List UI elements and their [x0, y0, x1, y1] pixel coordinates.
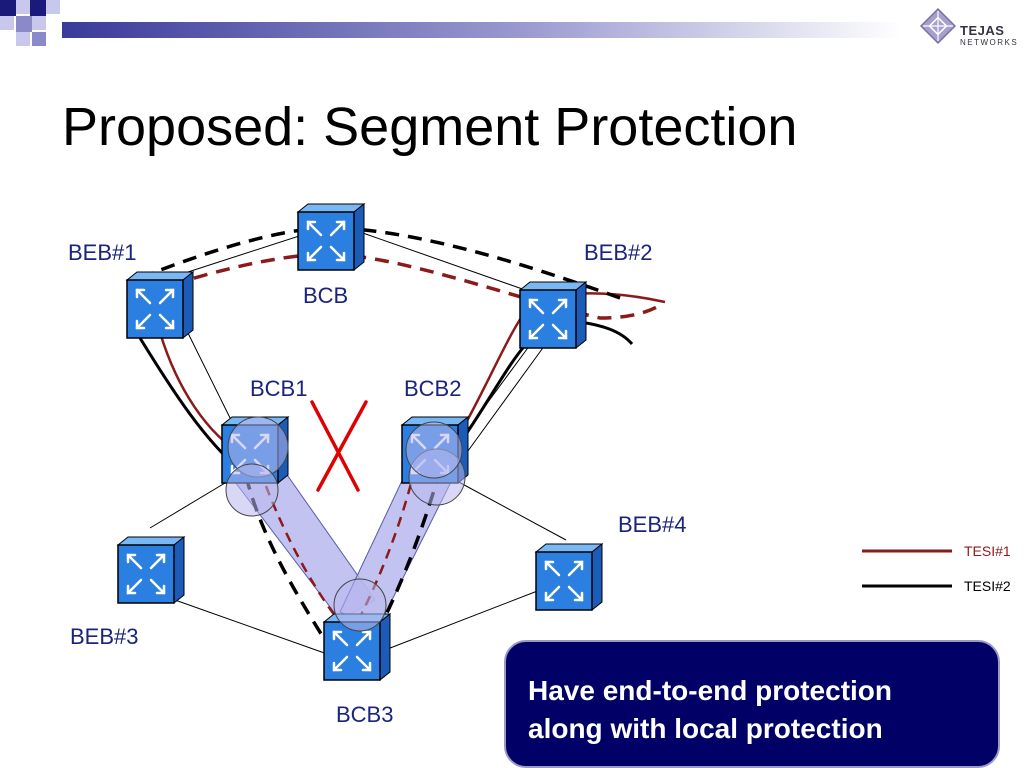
legend-label-tesi2: TESI#2 [964, 578, 1011, 594]
tunnel-endcaps [225, 416, 466, 632]
legend-label-tesi1: TESI#1 [964, 543, 1011, 559]
callout-line-2: along with local protection [528, 713, 883, 744]
callout-box: Have end-to-end protection along with lo… [504, 640, 1000, 768]
logo-name: TEJAS [960, 23, 1005, 38]
node-beb2 [518, 280, 588, 350]
label-beb1: BEB#1 [68, 240, 137, 265]
page-title: Proposed: Segment Protection [62, 97, 798, 157]
node-beb4 [534, 542, 604, 612]
node-bcb [296, 202, 366, 272]
label-bcb3: BCB3 [336, 702, 394, 727]
label-bcb2: BCB2 [404, 376, 462, 401]
node-beb1 [125, 270, 195, 340]
logo: TEJAS NETWORKS [960, 24, 1018, 47]
label-beb2: BEB#2 [584, 240, 653, 265]
label-beb3: BEB#3 [70, 624, 139, 649]
label-bcb1: BCB1 [250, 376, 308, 401]
label-beb4: BEB#4 [618, 512, 687, 537]
callout-line-1: Have end-to-end protection [528, 675, 893, 706]
header-band [0, 0, 902, 46]
node-beb3 [116, 535, 186, 605]
logo-icon [919, 7, 957, 45]
link-failure-x-icon [310, 400, 368, 492]
logo-subtitle: NETWORKS [960, 38, 1019, 47]
label-bcb: BCB [303, 283, 349, 308]
